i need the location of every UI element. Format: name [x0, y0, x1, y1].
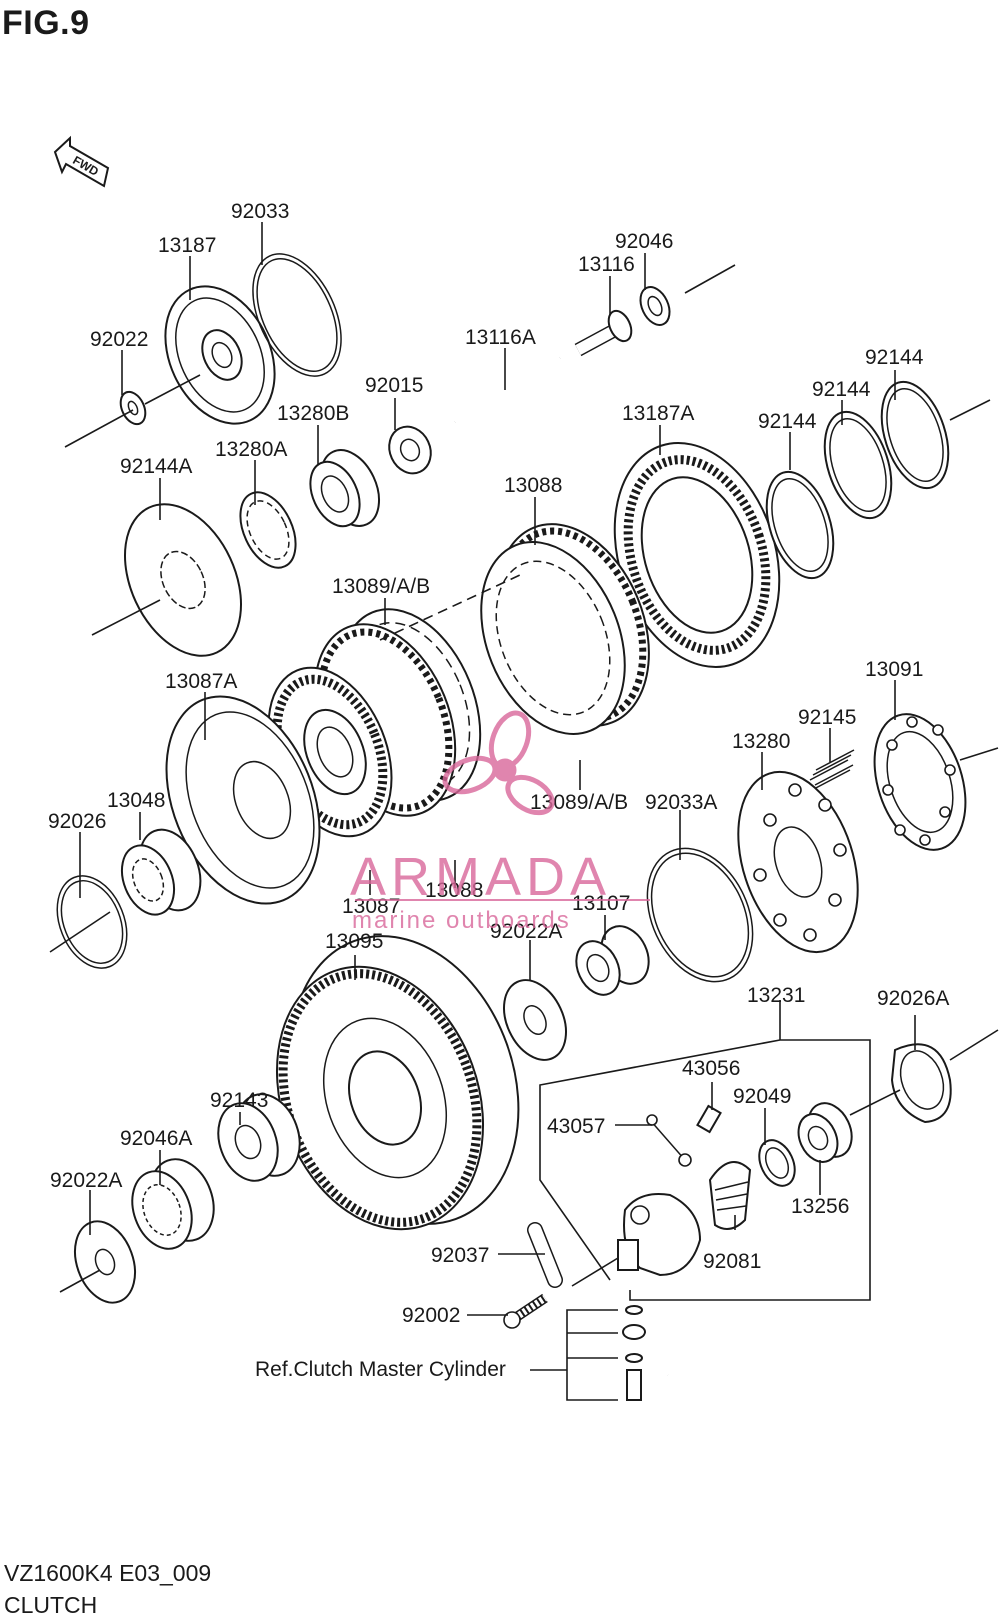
armada-watermark: ARMADA marine outboards	[350, 710, 650, 934]
part-92145-drawing	[809, 749, 855, 791]
label-92046: 92046	[615, 230, 673, 253]
label-92143: 92143	[210, 1089, 268, 1112]
part-92033A-drawing	[646, 847, 754, 983]
label-92022A: 92022A	[490, 920, 562, 943]
label-13280A: 13280A	[215, 438, 287, 461]
propeller-logo-icon	[442, 710, 555, 816]
part-13095-drawing	[275, 935, 520, 1231]
part-43056-drawing	[696, 1104, 722, 1134]
part-13107-drawing	[575, 925, 650, 996]
part-92015-drawing	[388, 425, 432, 475]
part-92046-drawing	[639, 286, 671, 326]
label-92144-a: 92144	[758, 410, 817, 433]
label-13087A: 13087A	[165, 670, 237, 693]
ref-master-bracket	[530, 1309, 618, 1401]
part-92002-drawing	[503, 1293, 548, 1329]
part-92037-drawing	[527, 1222, 563, 1288]
label-13116: 13116	[578, 253, 635, 276]
model-code: VZ1600K4 E03_009	[4, 1560, 212, 1586]
part-13187A-drawing	[613, 442, 781, 668]
part-13048-drawing	[120, 828, 202, 916]
part-92049-drawing	[758, 1139, 796, 1187]
part-92026A-drawing	[890, 1043, 952, 1124]
label-13088-bottom: 13088	[425, 879, 483, 902]
part-labels: 92033 13187 92022 13116 92046 13116A 920…	[48, 200, 949, 1381]
axis-lines	[49, 264, 999, 1293]
leader-lines	[79, 222, 916, 1316]
part-13088-drawing	[480, 523, 650, 735]
label-13107: 13107	[572, 892, 630, 915]
label-13091: 13091	[865, 658, 923, 681]
label-92081: 92081	[703, 1250, 761, 1273]
label-43056: 43056	[682, 1057, 740, 1080]
label-13280: 13280	[732, 730, 790, 753]
part-13087A-drawing	[165, 695, 321, 905]
label-92026: 92026	[48, 810, 106, 833]
label-13048: 13048	[107, 789, 165, 812]
fwd-arrow-icon: FWD	[53, 135, 110, 188]
label-ref-master-cylinder: Ref.Clutch Master Cylinder	[255, 1358, 506, 1381]
watermark-tagline: marine outboards	[352, 907, 571, 934]
label-92026A: 92026A	[877, 987, 949, 1010]
label-13187A: 13187A	[622, 402, 694, 425]
label-92049: 92049	[733, 1085, 791, 1108]
label-92033A: 92033A	[645, 791, 717, 814]
label-92144-c: 92144	[865, 346, 924, 369]
label-92037: 92037	[431, 1244, 489, 1267]
label-92002: 92002	[402, 1304, 460, 1327]
section-name: CLUTCH	[4, 1592, 98, 1618]
label-92144-b: 92144	[812, 378, 871, 401]
part-13231-drawing	[617, 1193, 702, 1277]
label-92033: 92033	[231, 200, 289, 223]
part-92046A-drawing	[131, 1158, 215, 1250]
label-92015: 92015	[365, 374, 423, 397]
figure-title: FIG.9	[2, 4, 90, 42]
label-92022A-lower: 92022A	[50, 1169, 122, 1192]
label-92046A: 92046A	[120, 1127, 192, 1150]
label-43057: 43057	[547, 1115, 605, 1138]
part-92144A-drawing	[123, 503, 243, 657]
part-92033-drawing	[252, 253, 342, 377]
label-13088-top: 13088	[504, 474, 562, 497]
part-13280-drawing	[737, 770, 859, 954]
part-92022A-drawing	[503, 979, 567, 1061]
label-13089-bottom: 13089/A/B	[530, 791, 628, 814]
part-92026-drawing	[56, 875, 128, 969]
label-92144A: 92144A	[120, 455, 192, 478]
part-92144-shims-drawing	[765, 380, 950, 580]
label-13187: 13187	[158, 234, 216, 257]
part-13091-drawing	[873, 713, 967, 851]
label-13256: 13256	[791, 1195, 849, 1218]
assembly-13231-bracket	[539, 1013, 871, 1301]
part-92022-drawing	[119, 390, 147, 426]
hose-fitting-drawing	[622, 1305, 672, 1401]
part-13187-drawing	[164, 285, 276, 425]
part-92143-drawing	[217, 1093, 301, 1182]
part-43057-drawing	[646, 1114, 692, 1167]
label-13089-top: 13089/A/B	[332, 575, 430, 598]
part-13256-drawing	[797, 1102, 853, 1163]
label-13280B: 13280B	[277, 402, 349, 425]
part-13116-drawing	[574, 309, 633, 357]
watermark-brand: ARMADA	[350, 847, 611, 907]
part-92081-drawing	[708, 1161, 752, 1230]
part-13280B-drawing	[309, 449, 381, 528]
label-13095: 13095	[325, 930, 383, 953]
part-92022A-lower-drawing	[74, 1220, 136, 1304]
label-13116A: 13116A	[465, 326, 536, 349]
label-92022: 92022	[90, 328, 148, 351]
part-13116A-drawing	[453, 355, 562, 425]
label-13231: 13231	[747, 984, 805, 1007]
part-13280A-drawing	[239, 491, 297, 569]
label-92145: 92145	[798, 706, 856, 729]
